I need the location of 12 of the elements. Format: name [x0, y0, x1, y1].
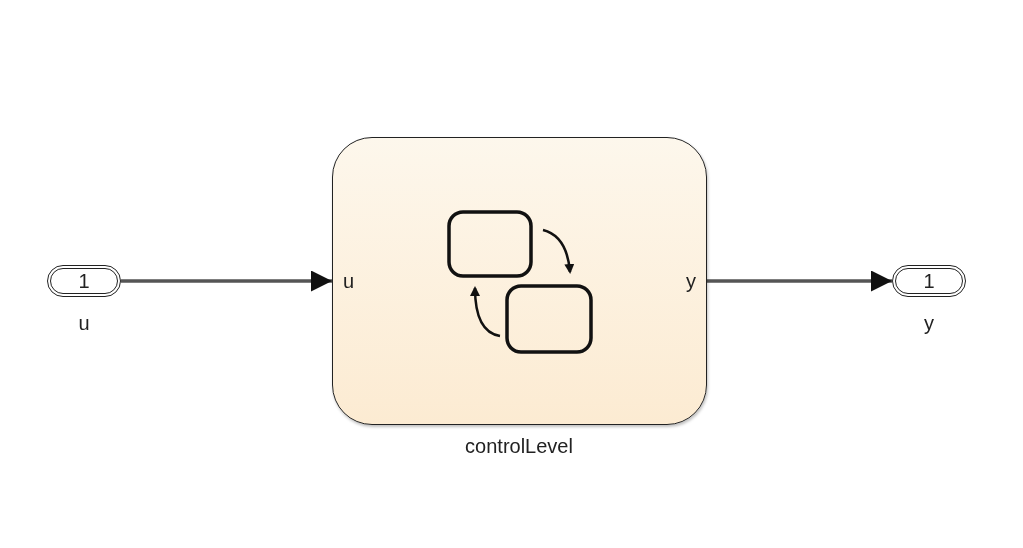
- inport-block: [47, 265, 121, 297]
- port-label: y: [686, 271, 696, 291]
- port-name: y: [924, 313, 934, 333]
- block-name: controlLevel: [465, 436, 573, 456]
- port-number: 1: [78, 271, 90, 291]
- port-label: u: [343, 271, 355, 291]
- port-number: 1: [923, 271, 935, 291]
- signal-arrow: [707, 270, 892, 292]
- outport-block: [892, 265, 966, 297]
- signal-arrow: [121, 270, 332, 292]
- port-name: u: [78, 313, 90, 333]
- chart-block: [332, 137, 707, 425]
